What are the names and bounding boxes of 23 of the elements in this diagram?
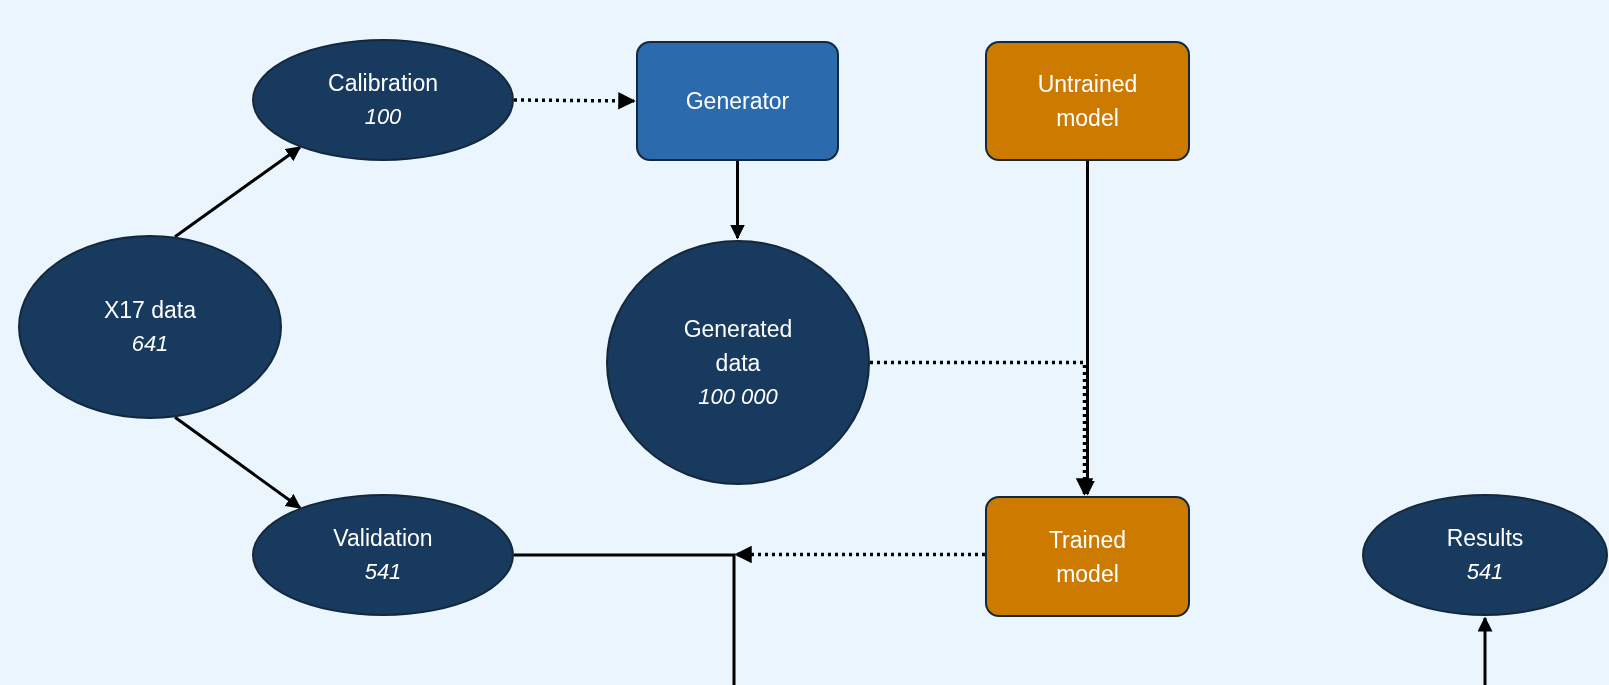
arrow [1477, 616, 1493, 685]
node-label: Validation [333, 524, 433, 553]
count-label: 541 [1466, 558, 1504, 586]
count-label: 641 [131, 330, 169, 358]
arrow [174, 416, 302, 510]
node-label: Calibration [328, 69, 438, 98]
arrow [734, 545, 985, 564]
node-label: Generator [685, 87, 790, 116]
count-label: 541 [364, 558, 402, 586]
rounded-box [985, 41, 1190, 161]
count-label: 100 000 [698, 382, 778, 411]
node-label: Untrained model [1036, 70, 1139, 133]
rounded-box [985, 496, 1190, 617]
node-label: Trained model [1047, 525, 1128, 589]
node-label: Results [1446, 524, 1524, 553]
arrow [730, 161, 745, 240]
count-label: 100 [364, 103, 402, 131]
arrow [514, 92, 636, 110]
rounded-box [636, 41, 839, 161]
arrow [870, 360, 1094, 496]
node-label: Generated data [682, 314, 794, 378]
arrow [174, 145, 302, 238]
node-label: X17 data [103, 296, 197, 325]
